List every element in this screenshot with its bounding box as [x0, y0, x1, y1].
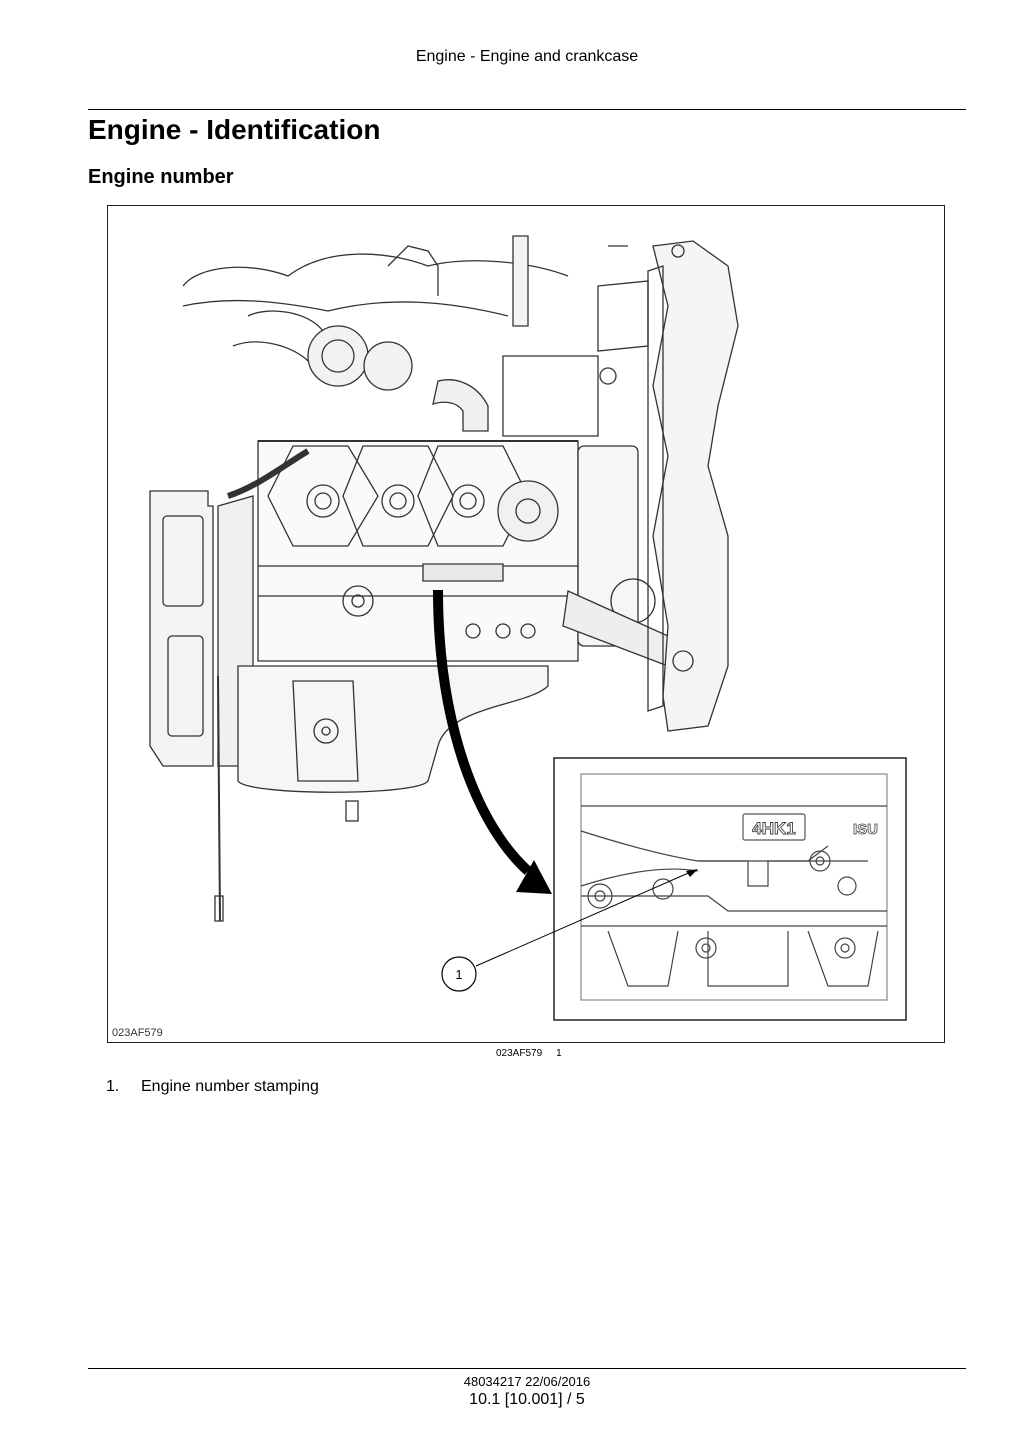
caption-image-code: 023AF579: [496, 1048, 543, 1059]
pointer-arrowhead: [516, 860, 552, 894]
engine-drawing: [149, 235, 739, 922]
legend-item-number: 1.: [106, 1078, 120, 1095]
engine-illustration: 4HK1 ISU 1 023AF579: [112, 235, 907, 1039]
figure-image-code: 023AF579: [112, 1027, 163, 1039]
legend-item: 1. Engine number stamping: [106, 1078, 319, 1096]
legend-item-text: Engine number stamping: [141, 1078, 319, 1095]
page-title: Engine - Identification: [88, 114, 381, 145]
callout-leader-tip: [686, 869, 698, 877]
callout-label: 1: [455, 967, 462, 982]
inset-brand-fragment: ISU: [853, 821, 878, 838]
footer-document-id: 48034217 22/06/2016: [463, 1374, 591, 1389]
figure-caption: 023AF579 1: [496, 1048, 562, 1059]
inset-detail-drawing: [580, 773, 888, 1001]
inset-detail-frame: [553, 757, 907, 1021]
header-rule: [88, 109, 966, 110]
footer-rule: [88, 1368, 966, 1369]
running-header: Engine - Engine and crankcase: [415, 48, 639, 65]
callout-circle: [441, 956, 477, 992]
footer-page-reference: 10.1 [10.001] / 5: [469, 1391, 585, 1408]
section-title: Engine number: [88, 166, 234, 188]
pointer-arrow: [433, 589, 532, 875]
callout-leader-line: [475, 870, 694, 967]
engine-figure: 4HK1 ISU 1 023AF579: [107, 205, 945, 1043]
inset-stamp-text: 4HK1: [752, 819, 795, 838]
caption-figure-number: 1: [556, 1048, 562, 1059]
